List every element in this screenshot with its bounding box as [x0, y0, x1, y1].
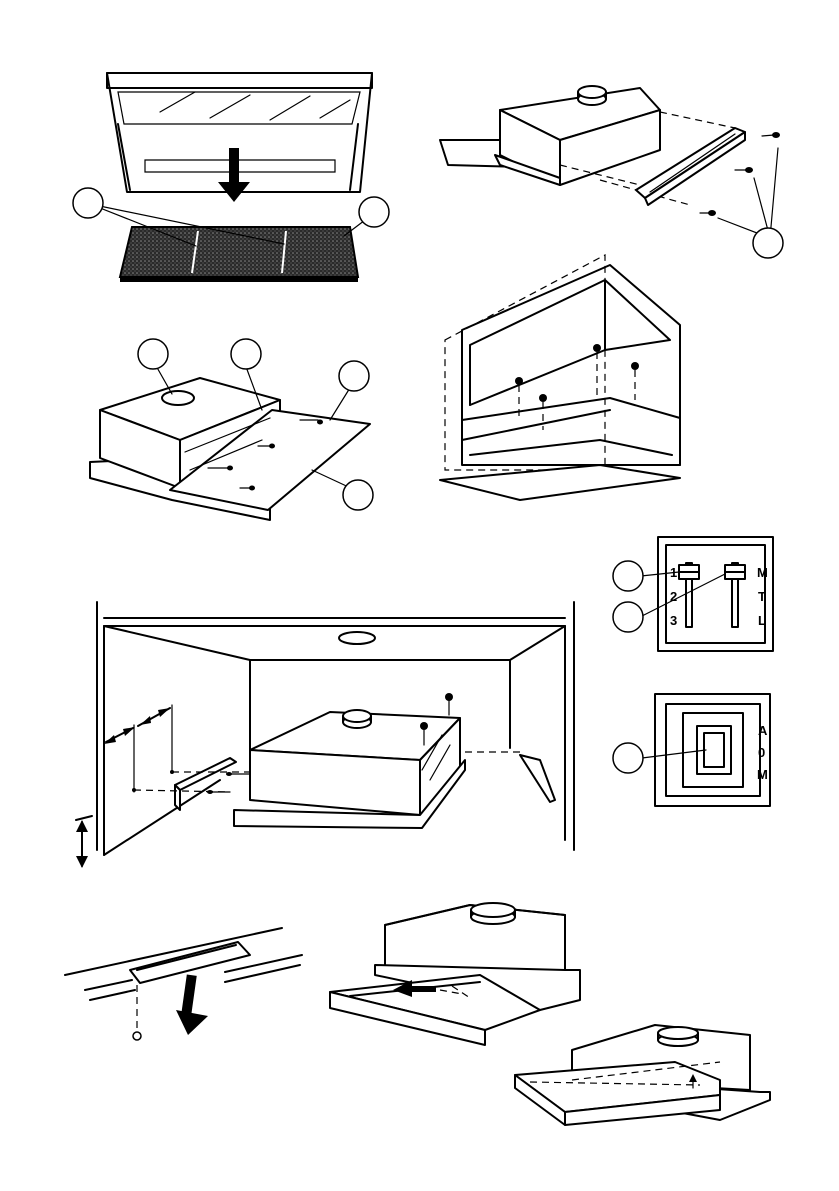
figure-side-rails — [440, 86, 783, 258]
callout-marker — [613, 561, 643, 591]
screw-icon — [133, 985, 141, 1040]
mode-label: 0 — [758, 745, 765, 760]
callout-marker — [359, 197, 389, 227]
figure-cabinet-install — [76, 602, 574, 868]
figure-filter-release — [65, 928, 302, 1040]
callout-marker — [138, 339, 168, 369]
mode-label: L — [758, 613, 766, 628]
rocker-switch[interactable] — [704, 733, 724, 767]
figure-telescopic-drawer — [330, 903, 770, 1125]
mode-label: M — [757, 565, 768, 580]
mode-label: T — [758, 589, 766, 604]
figure-slide-switches: 1 2 3 M T L — [613, 537, 773, 651]
figure-hood-spacers — [90, 339, 373, 520]
callout-marker — [613, 743, 643, 773]
figure-filter-removal — [73, 73, 389, 282]
callout-marker — [343, 480, 373, 510]
mode-label: M — [757, 767, 768, 782]
figure-cabinet — [440, 255, 680, 500]
mode-label: A — [758, 723, 768, 738]
callout-marker — [753, 228, 783, 258]
dimension-arrow — [76, 708, 170, 868]
callout-marker — [231, 339, 261, 369]
figure-rocker-switch: A 0 M — [613, 694, 770, 806]
speed-label: 3 — [670, 613, 677, 628]
callout-marker — [613, 602, 643, 632]
callout-marker — [339, 361, 369, 391]
callout-marker — [73, 188, 103, 218]
down-arrow-icon — [176, 974, 208, 1035]
